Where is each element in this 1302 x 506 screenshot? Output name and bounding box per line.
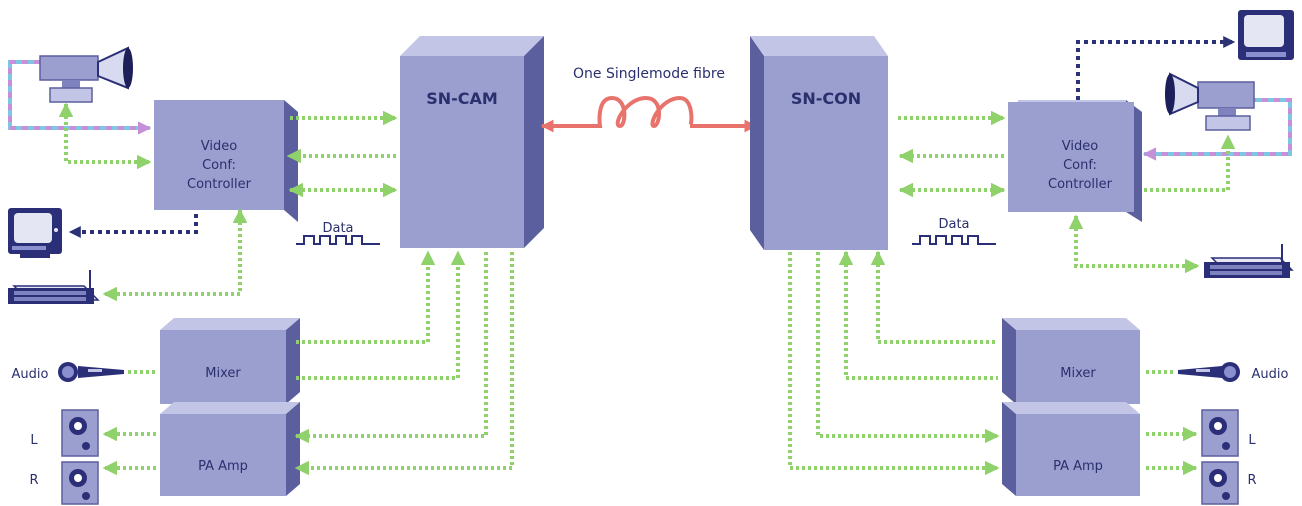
pa-amp-label: PA Amp [198,459,248,474]
audio-sncam-links [294,250,514,476]
speaker-l-label-left: L [30,433,38,448]
data-label-left: Data [322,221,353,236]
monitor-icon [1238,10,1294,60]
audio-label-left: Audio [12,367,49,382]
keyboard-link-right [1068,214,1200,274]
vcc-sncam-links [286,110,398,198]
vcc-label-line1: Video [201,139,237,154]
vcc-label-line1: Video [1062,139,1098,154]
mixer-left: Mixer [160,318,300,404]
speaker-r-label-left: R [29,473,38,488]
keyboard-link-left [102,208,248,302]
speaker-icon [1201,461,1239,505]
data-signal-left [296,235,380,245]
speaker-links-left [102,426,156,476]
keyboard-icon [8,270,100,304]
data-label-right: Data [938,217,969,232]
pa-amp-left: PA Amp [160,402,300,496]
pa-amp-label: PA Amp [1053,459,1103,474]
sn-cam-unit: SN-CAM [400,36,544,248]
audio-label-right: Audio [1252,367,1289,382]
fibre-label: One Singlemode fibre [573,66,725,82]
microphone-icon [58,362,124,382]
vcc-label-line2: Conf: [1063,158,1097,173]
singlemode-fibre-link [540,95,758,133]
speaker-links-right [1146,426,1198,476]
video-camera-icon [39,46,133,103]
vcc-label-line3: Controller [1048,177,1113,192]
video-conf-controller-left: Video Conf: Controller [154,100,298,222]
video-conf-controller-right: Video Conf: Controller [1008,100,1142,222]
microphone-icon [1178,362,1240,382]
sn-con-title: SN-CON [791,89,861,108]
speaker-icon [61,409,99,457]
camera-video-link-right [1142,98,1292,161]
mixer-label: Mixer [205,366,241,381]
vcc-label-line2: Conf: [202,158,236,173]
monitor-link-right [1076,36,1236,100]
camera-control-link-left [58,102,152,170]
mixer-label: Mixer [1060,366,1096,381]
data-signal-right [912,235,996,245]
sncon-vcc-links [898,110,1006,198]
speaker-icon [61,461,99,505]
audio-sncon-links [788,250,1000,476]
keyboard-icon [1204,244,1294,278]
vcc-label-line3: Controller [187,177,252,192]
sn-cam-title: SN-CAM [426,89,498,108]
speaker-r-label-right: R [1247,473,1256,488]
sn-con-unit: SN-CON [750,36,888,250]
video-camera-icon [1165,72,1255,131]
camera-control-link-right [1144,134,1236,192]
pa-amp-right: PA Amp [1002,402,1140,496]
monitor-link-left [68,214,198,238]
speaker-icon [1201,409,1239,457]
mixer-right: Mixer [1002,318,1140,404]
speaker-l-label-right: L [1248,433,1256,448]
monitor-icon [8,208,62,258]
